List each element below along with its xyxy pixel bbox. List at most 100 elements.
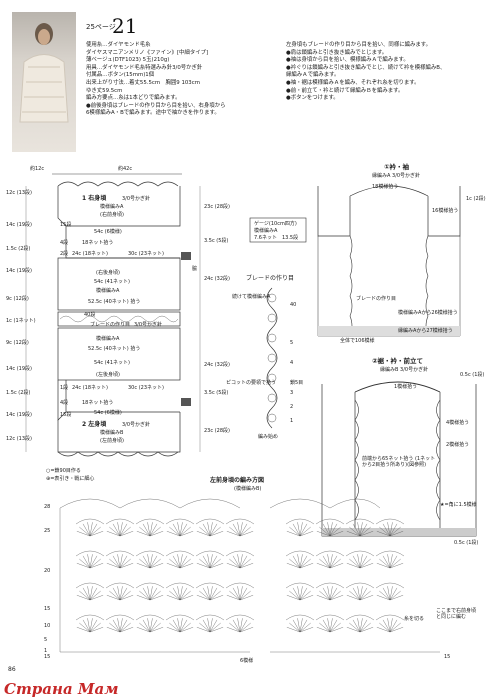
shoulder-width-label: 約12c [30,166,45,172]
row-label: 30c (23ネット) [128,385,164,391]
piece-pattern-right: 模様編みA [100,204,124,210]
chart-row-num: 10 [44,623,51,629]
braid-num: 40 [290,302,297,308]
material-line: 6模様編みA・Bで編みます。途中で袖かきを作ります。 [86,110,220,117]
chart-row-num: 25 [44,528,51,534]
material-line: ●前後身頃はブレードの作り目から目を拾い、右身頃から [86,102,226,109]
piece-pattern-lback: 模様編みA [96,336,120,342]
braid-title: ブレードの作り目 [246,275,295,282]
row-label: 24c (18ネット) [72,385,108,391]
rowcount-label: 15段 [60,222,72,228]
left-dim: 14c (19段) [6,268,32,274]
gauge-title: ゲージ(10cm四方) [254,221,297,227]
watermark: Страна Мам [4,680,119,698]
row-label: 54c (6模様) [94,410,122,416]
chart-bottom-label: 6模様 [240,658,254,664]
chart-sub: (模様編みB) [234,486,262,492]
chart-row-num: 28 [44,504,51,510]
braid-num: 2 [290,404,294,410]
piece-title-right: 1 右身頃 [82,195,107,202]
chart-bottom-right: 15 [444,654,451,660]
piece-part-left: (左前身頃) [100,438,124,444]
braid-num: 5 [290,340,294,346]
chart-row-num: 20 [44,568,51,574]
right-dim: 24c (32段) [204,362,230,368]
piece-title-lback: (左後身頃) [96,372,120,378]
instruction-line: 左身頃もブレードの作り目から目を拾い、同様に編みます。 [286,42,432,48]
right-dim: 3.5c (5段) [204,390,229,396]
collar-label: 全体で106模様 [340,338,375,344]
braid-note: ピコットの要領で拾う [226,380,277,386]
left-dim: 14c (19段) [6,222,32,228]
gauge-values: 7.6ネット 13.5段 [254,235,299,241]
piece-hook-right: 3/0号かぎ針 [122,196,151,202]
chart-row-num: 15 [44,606,51,612]
model-silhouette [19,23,69,123]
braid-num: 3 [290,390,294,396]
instruction-line: ●ボタンをつけます。 [286,95,339,102]
front-label: 前端から65ネット拾う (1ネットから2目拾う所あり)(図参照) [362,456,436,468]
collar-label: 16模様拾う [432,208,459,214]
piece-pattern-left: 模様編みB [100,430,124,436]
instruction-line: ●袖・裾は模様編みＡを編み、それぞれ糸を切ります。 [286,79,420,86]
left-dim: 9c (12段) [6,296,29,302]
row-label: 54c (6模様) [94,229,122,235]
front-title: ②裾・衿・前立て [372,357,424,365]
model-photo [12,12,76,152]
material-line: 用具…ダイヤモンド毛糸特選みみ針3/0号かぎ針 [86,64,203,71]
row-label: 52.5c (40ネット) 拾う [88,346,141,352]
instruction-line: ●袖は身頃から目を拾い、模様編みＡで編みます。 [286,57,409,64]
gauge-pattern: 模様編みA [254,228,278,234]
rowcount-label: 4段 [60,400,69,406]
side-seam-label: 脇 [192,266,198,272]
left-dim: 1c (1ネット) [6,318,36,324]
material-line: 編み方要点…糸は1本どりで編みます。 [86,95,181,102]
chart-title: 左前身頃の編み方図 [210,477,265,484]
braid-note: 編み始め [258,434,279,440]
row-label: 54c (41ネット) [94,279,130,285]
row-label: 18ネット拾う [82,240,114,246]
braid-label: ブレードの作り目 [90,322,131,328]
front-label: ★=角に1.5模様 [440,502,477,508]
rowcount-label: 2段 [60,251,69,257]
left-dim: 1.5c (2段) [6,246,31,252]
collar-label: 18模様拾う [372,184,399,190]
left-dim: 12c (13段) [6,190,32,196]
pattern-number: 21 [112,14,138,38]
right-dim: 24c (32段) [204,276,230,282]
front-label: 1模様拾う [394,384,418,390]
page-label: 25ページ [86,23,116,31]
chart-note: 糸を切る [404,616,425,622]
front-label: 4模様拾う [446,420,470,426]
material-line: 付属品…ボタン(15mm)1個 [86,72,155,79]
chart-note: ここまで右前身頃と同じに編む [436,608,477,620]
collar-label: 1c (2段) [466,196,486,202]
row-label: 24c (18ネット) [72,251,108,257]
row-label: 30c (23ネット) [128,251,164,257]
piece-title-rback: (右後身頃) [96,270,120,276]
chart-legend: ○=鎖90目作る [46,468,81,474]
row-label: 54c (41ネット) [94,360,130,366]
material-line: ダイヤスマニアンメリノ《ファイン》[中細タイプ] [86,49,209,56]
collar-label: ブレードの作り目 [356,296,397,302]
row-label: 52.5c (40ネット) 拾う [88,299,141,305]
right-dim: 3.5c (5段) [204,238,229,244]
front-sub: 縁編みB 3/0号かぎ針 [380,367,429,373]
left-dim: 12c (13段) [6,436,32,442]
left-dim: 14c (19段) [6,366,32,372]
left-dim: 1.5c (2段) [6,390,31,396]
braid-note: 続けて模様編みA [232,294,271,300]
piece-hook-left: 3/0号かぎ針 [122,422,151,428]
instructions-block: 左身頃もブレードの作り目から目を拾い、同様に編みます。 ●肩は鎖編みと引き抜き編… [286,42,491,103]
collar-sub: 縁編みA 3/0号かぎ針 [372,173,421,179]
instruction-line: ●肩は鎖編みと引き抜き編みでとじます。 [286,49,388,56]
collar-title: ①衿・袖 [384,163,410,171]
width-label: 約42c [118,166,133,172]
right-dim: 23c (28段) [204,428,230,434]
front-label: 0.5c (1段) [454,540,479,546]
braid-num: 1 [290,418,294,424]
materials-block: 使用糸…ダイヤモンド毛糸 ダイヤスマニアンメリノ《ファイン》[中細タイプ] 薄ベ… [86,42,266,118]
instruction-line: 縁編みＡで編みます。 [286,72,340,79]
left-dim: 14c (19段) [6,412,32,418]
